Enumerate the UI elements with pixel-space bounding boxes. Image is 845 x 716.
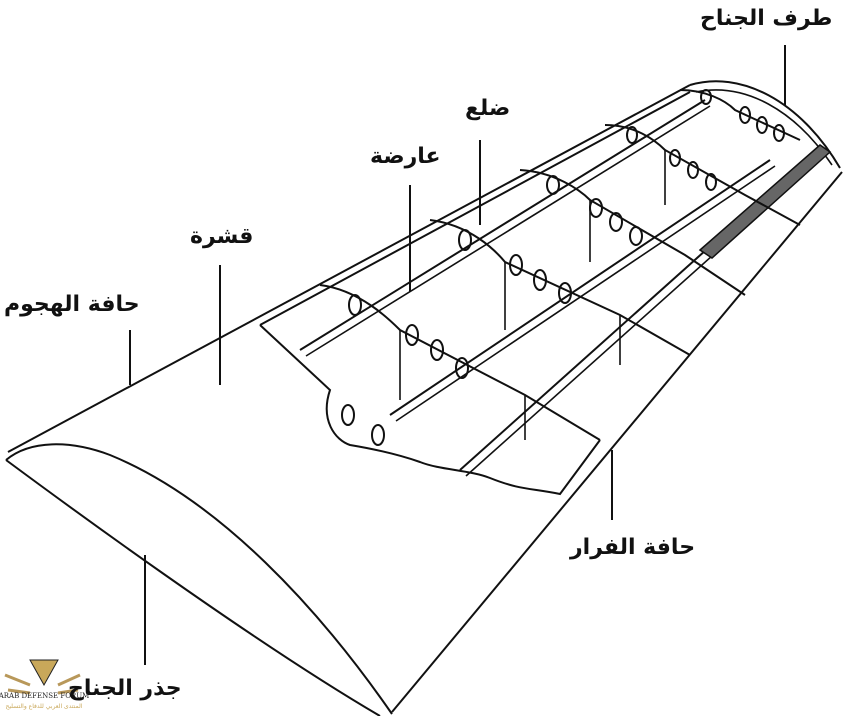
- label-wing-root: جذر الجناح: [68, 676, 182, 701]
- watermark-name: ARAB DEFENSE FORUM: [0, 692, 89, 700]
- watermark-logo: ARAB DEFENSE FORUM المنتدى العربي للدفاع…: [0, 659, 89, 710]
- leader-lines: [129, 45, 786, 665]
- label-rib: ضلع: [465, 96, 511, 121]
- watermark-subtitle: المنتدى العربي للدفاع والتسليح: [6, 703, 83, 710]
- ribs: [319, 89, 801, 441]
- spars: [299, 99, 832, 477]
- label-spar: عارضة: [370, 144, 441, 169]
- wing-outline: [5, 80, 843, 716]
- label-wing-tip: طرف الجناح: [700, 6, 833, 31]
- label-trailing-edge: حافة الفرار: [570, 535, 696, 560]
- rib-holes: [341, 89, 785, 446]
- cutaway-edge: [259, 91, 691, 496]
- label-skin: قشرة: [190, 224, 254, 249]
- label-leading-edge: حافة الهجوم: [4, 292, 140, 317]
